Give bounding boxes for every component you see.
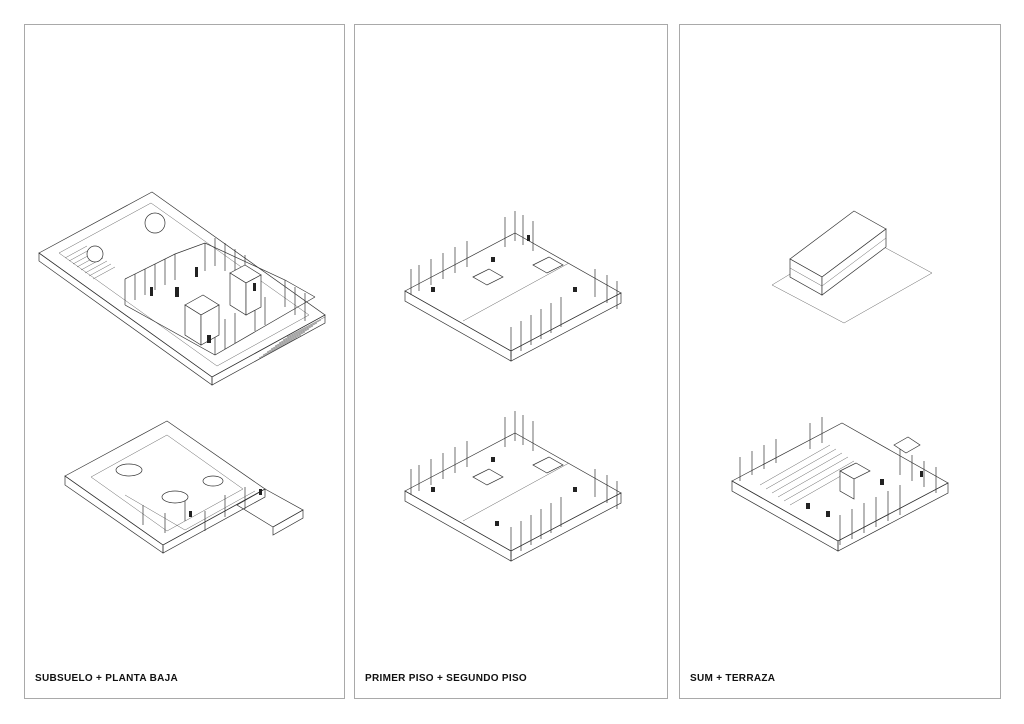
panel-primer-segundo-piso: PRIMER PISO + SEGUNDO PISO xyxy=(354,24,668,699)
terraza-drawing xyxy=(771,210,933,324)
panel-caption: PRIMER PISO + SEGUNDO PISO xyxy=(365,673,527,684)
panel-subsuelo-planta-baja: SUBSUELO + PLANTA BAJA xyxy=(24,24,345,699)
primer-piso-drawing xyxy=(404,211,622,362)
panel-caption: SUM + TERRAZA xyxy=(690,673,776,684)
planta-baja-drawing xyxy=(38,191,326,386)
panel-sum-terraza: SUM + TERRAZA xyxy=(679,24,1001,699)
axonometric-primer-segundo-piso xyxy=(404,211,622,562)
segundo-piso-drawing xyxy=(404,411,622,562)
axonometric-sum-terraza xyxy=(731,210,949,552)
subsuelo-drawing xyxy=(64,420,304,554)
sum-drawing xyxy=(731,417,949,552)
axonometric-planta-baja-subsuelo xyxy=(38,191,326,554)
panel-caption: SUBSUELO + PLANTA BAJA xyxy=(35,673,179,684)
